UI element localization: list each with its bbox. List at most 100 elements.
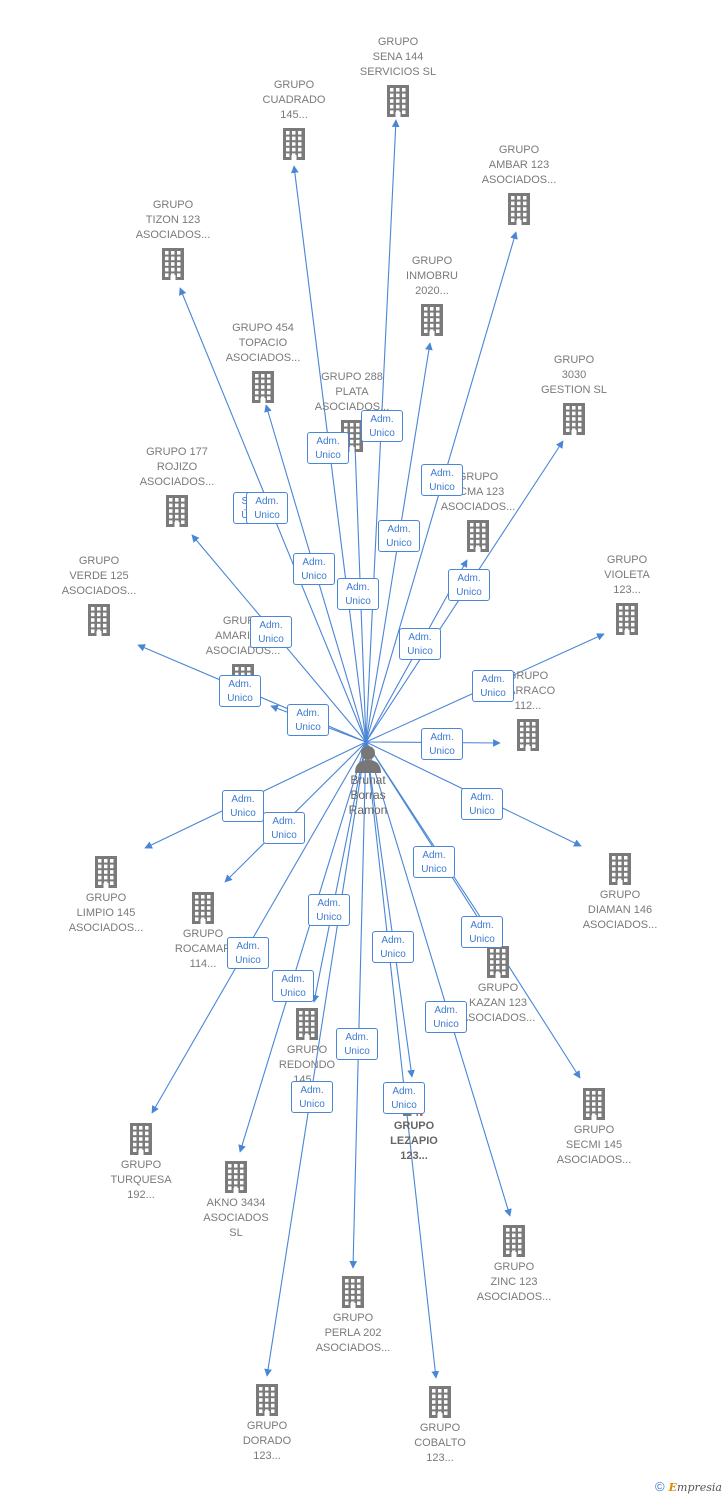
center-person[interactable]: Brunat Borras Ramon bbox=[338, 743, 398, 818]
company-label: GRUPO TIZON 123 ASOCIADOS... bbox=[135, 199, 211, 241]
building-icon bbox=[429, 1386, 451, 1418]
role-badge[interactable]: Adm. Unico bbox=[308, 894, 350, 926]
company-label: GRUPO DORADO 123... bbox=[242, 1420, 292, 1462]
edge-cobalto bbox=[365, 741, 440, 1379]
role-badge[interactable]: Adm. Unico bbox=[461, 788, 503, 820]
company-node-violeta[interactable]: GRUPO VIOLETA 123... bbox=[572, 553, 682, 636]
building-icon bbox=[296, 1008, 318, 1040]
company-label: GRUPO REDONDO 145... bbox=[278, 1044, 336, 1086]
role-badge[interactable]: Adm. Unico bbox=[413, 846, 455, 878]
role-badge[interactable]: Adm. Unico bbox=[472, 670, 514, 702]
building-icon bbox=[252, 371, 274, 403]
edge-turquesa bbox=[151, 741, 367, 1114]
company-label: GRUPO SECMI 145 ASOCIADOS... bbox=[556, 1124, 632, 1166]
company-label: GRUPO KAZAN 123 ASOCIADOS... bbox=[460, 982, 536, 1024]
building-icon bbox=[225, 1161, 247, 1193]
role-badge[interactable]: Adm. Unico bbox=[287, 704, 329, 736]
company-label: AKNO 3434 ASOCIADOS SL bbox=[203, 1197, 269, 1239]
company-label: GRUPO AMBAR 123 ASOCIADOS... bbox=[481, 144, 557, 186]
company-label: GRUPO INMOBRU 2020... bbox=[406, 255, 458, 297]
company-label: GRUPO ROCAMAR 114... bbox=[174, 928, 232, 970]
company-node-rojizo[interactable]: GRUPO 177 ROJIZO ASOCIADOS... bbox=[122, 445, 232, 528]
company-node-kazan[interactable]: GRUPO KAZAN 123 ASOCIADOS... bbox=[443, 945, 553, 1026]
role-badge[interactable]: Adm. Unico bbox=[383, 1082, 425, 1114]
company-label: GRUPO DIAMAN 146 ASOCIADOS... bbox=[582, 889, 658, 931]
edge-secmi bbox=[365, 741, 581, 1079]
company-label: GRUPO TURQUESA 192... bbox=[110, 1159, 172, 1201]
role-badge[interactable]: Adm. Unico bbox=[448, 569, 490, 601]
company-node-barraco[interactable]: GRUPO BARRACO 112... bbox=[473, 669, 583, 752]
company-node-limpio[interactable]: GRUPO LIMPIO 145 ASOCIADOS... bbox=[51, 855, 161, 936]
footer-brand[interactable]: ©Empresia bbox=[655, 1479, 722, 1494]
person-icon bbox=[355, 746, 381, 773]
company-label: GRUPO BARRACO 112... bbox=[500, 670, 556, 712]
building-icon bbox=[166, 495, 188, 527]
company-label: GRUPO 177 ROJIZO ASOCIADOS... bbox=[139, 446, 215, 488]
building-icon bbox=[563, 403, 585, 435]
building-icon bbox=[130, 1123, 152, 1155]
role-badge[interactable]: Adm. Unico bbox=[425, 1001, 467, 1033]
building-icon bbox=[283, 128, 305, 160]
company-node-sena[interactable]: GRUPO SENA 144 SERVICIOS SL bbox=[343, 35, 453, 118]
company-node-akno[interactable]: AKNO 3434 ASOCIADOS SL bbox=[181, 1160, 291, 1241]
role-badge[interactable]: Adm. Unico bbox=[307, 432, 349, 464]
building-icon bbox=[508, 193, 530, 225]
role-badge[interactable]: Adm. Unico bbox=[293, 553, 335, 585]
company-label: GRUPO 288 PLATA ASOCIADOS... bbox=[314, 371, 390, 413]
role-badge[interactable]: Adm. Unico bbox=[372, 931, 414, 963]
company-node-rocamar[interactable]: GRUPO ROCAMAR 114... bbox=[148, 891, 258, 972]
company-node-secmi[interactable]: GRUPO SECMI 145 ASOCIADOS... bbox=[539, 1087, 649, 1168]
role-badge[interactable]: Adm. Unico bbox=[337, 578, 379, 610]
role-badge[interactable]: Adm. Unico bbox=[246, 492, 288, 524]
building-icon bbox=[95, 856, 117, 888]
role-badge[interactable]: Adm. Unico bbox=[361, 410, 403, 442]
building-icon bbox=[487, 946, 509, 978]
role-badge[interactable]: Adm. Unico bbox=[378, 520, 420, 552]
company-node-perla[interactable]: GRUPO PERLA 202 ASOCIADOS... bbox=[298, 1275, 408, 1356]
role-badge[interactable]: Adm. Unico bbox=[263, 812, 305, 844]
building-icon bbox=[616, 603, 638, 635]
role-badge[interactable]: Adm. Unico bbox=[272, 970, 314, 1002]
company-node-cuadrado[interactable]: GRUPO CUADRADO 145... bbox=[239, 78, 349, 161]
company-label: GRUPO LIMPIO 145 ASOCIADOS... bbox=[68, 892, 144, 934]
company-node-dorado[interactable]: GRUPO DORADO 123... bbox=[212, 1383, 322, 1464]
company-node-inmobru[interactable]: GRUPO INMOBRU 2020... bbox=[377, 254, 487, 337]
company-node-verde[interactable]: GRUPO VERDE 125 ASOCIADOS... bbox=[44, 554, 154, 637]
role-badge[interactable]: Adm. Unico bbox=[336, 1028, 378, 1060]
company-label: GRUPO PERLA 202 ASOCIADOS... bbox=[315, 1312, 391, 1354]
role-badge[interactable]: Adm. Unico bbox=[399, 628, 441, 660]
edge-redondo bbox=[311, 741, 367, 1003]
company-node-tizon[interactable]: GRUPO TIZON 123 ASOCIADOS... bbox=[118, 198, 228, 281]
building-icon bbox=[467, 520, 489, 552]
company-node-diaman[interactable]: GRUPO DIAMAN 146 ASOCIADOS... bbox=[565, 852, 675, 933]
role-badge[interactable]: Adm. Unico bbox=[421, 464, 463, 496]
building-icon bbox=[583, 1088, 605, 1120]
building-icon bbox=[88, 604, 110, 636]
building-icon bbox=[387, 85, 409, 117]
company-node-g3030[interactable]: GRUPO 3030 GESTION SL bbox=[519, 353, 629, 436]
company-node-topacio[interactable]: GRUPO 454 TOPACIO ASOCIADOS... bbox=[208, 321, 318, 404]
edge-akno bbox=[238, 741, 367, 1153]
company-node-zinc[interactable]: GRUPO ZINC 123 ASOCIADOS... bbox=[459, 1224, 569, 1305]
role-badge[interactable]: Adm. Unico bbox=[219, 675, 261, 707]
company-label: GRUPO VERDE 125 ASOCIADOS... bbox=[61, 555, 137, 597]
company-label: GRUPO SENA 144 SERVICIOS SL bbox=[359, 36, 437, 78]
role-badge[interactable]: Adm. Unico bbox=[461, 916, 503, 948]
company-node-cobalto[interactable]: GRUPO COBALTO 123... bbox=[385, 1385, 495, 1466]
role-badge[interactable]: Adm. Unico bbox=[222, 790, 264, 822]
role-badge[interactable]: Adm. Unico bbox=[250, 616, 292, 648]
copyright-symbol: © bbox=[655, 1479, 665, 1494]
role-badge[interactable]: Adm. Unico bbox=[291, 1081, 333, 1113]
building-icon bbox=[421, 304, 443, 336]
edge-lezapio bbox=[365, 741, 415, 1078]
company-node-ambar[interactable]: GRUPO AMBAR 123 ASOCIADOS... bbox=[464, 143, 574, 226]
company-node-redondo[interactable]: GRUPO REDONDO 145... bbox=[252, 1007, 362, 1088]
center-person-label: Brunat Borras Ramon bbox=[348, 773, 388, 817]
role-badge[interactable]: Adm. Unico bbox=[421, 728, 463, 760]
building-icon bbox=[162, 248, 184, 280]
company-node-acma[interactable]: GRUPO ACMA 123 ASOCIADOS... bbox=[423, 470, 533, 553]
company-node-turquesa[interactable]: GRUPO TURQUESA 192... bbox=[86, 1122, 196, 1203]
role-badge[interactable]: Adm. Unico bbox=[227, 937, 269, 969]
edge-zinc bbox=[365, 741, 512, 1217]
